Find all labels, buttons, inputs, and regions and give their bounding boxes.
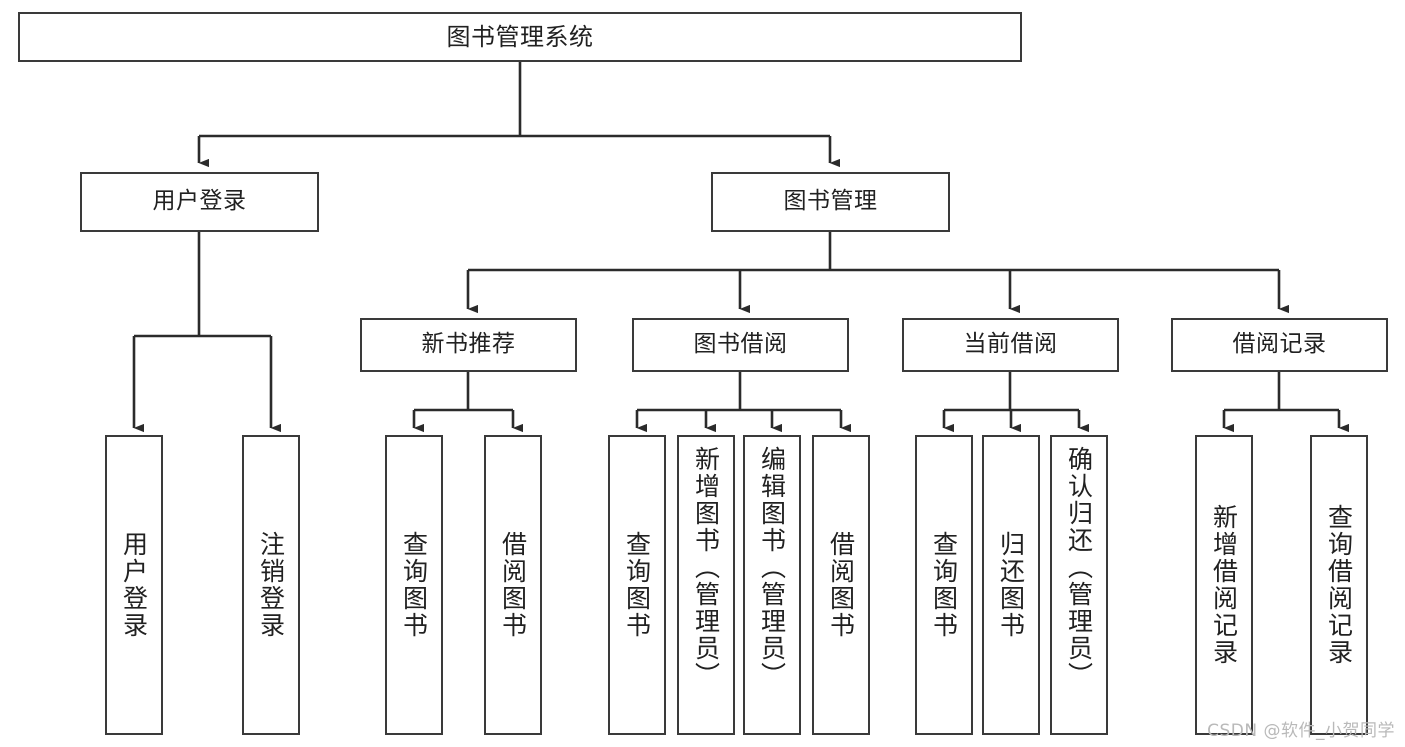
node-label: 查询图书 (399, 531, 429, 639)
node-book-borrow[interactable]: 图书借阅 (632, 318, 849, 372)
node-label: 图书管理系统 (446, 22, 594, 51)
leaf-borrow-add-book-admin[interactable]: 新增图书（管理员） (677, 435, 735, 735)
node-label: 借阅图书 (498, 531, 528, 639)
node-label: 新增借阅记录 (1209, 504, 1239, 666)
node-new-book-recommend[interactable]: 新书推荐 (360, 318, 577, 372)
node-label: 归还图书 (996, 531, 1026, 639)
node-user-login[interactable]: 用户登录 (80, 172, 319, 232)
leaf-current-query-book[interactable]: 查询图书 (915, 435, 973, 735)
node-label: 注销登录 (256, 531, 286, 639)
leaf-borrow-query-book[interactable]: 查询图书 (608, 435, 666, 735)
leaf-recommend-query-book[interactable]: 查询图书 (385, 435, 443, 735)
node-label: 用户登录 (119, 531, 149, 639)
node-label: 借阅图书 (826, 531, 856, 639)
leaf-borrow-borrow-book[interactable]: 借阅图书 (812, 435, 870, 735)
node-label: 图书管理 (783, 188, 878, 215)
node-label: 图书借阅 (693, 331, 788, 358)
watermark-text: CSDN @软件_小贺同学 (1207, 721, 1395, 741)
node-label: 用户登录 (152, 188, 247, 215)
node-label: 新书推荐 (421, 331, 516, 358)
leaf-current-confirm-return-admin[interactable]: 确认归还（管理员） (1050, 435, 1108, 735)
leaf-record-query-record[interactable]: 查询借阅记录 (1310, 435, 1368, 735)
node-root-system[interactable]: 图书管理系统 (18, 12, 1022, 62)
node-label: 查询图书 (622, 531, 652, 639)
node-label: 编辑图书（管理员） (757, 446, 787, 689)
leaf-current-return-book[interactable]: 归还图书 (982, 435, 1040, 735)
node-label: 借阅记录 (1232, 331, 1327, 358)
leaf-recommend-borrow-book[interactable]: 借阅图书 (484, 435, 542, 735)
node-borrow-record[interactable]: 借阅记录 (1171, 318, 1388, 372)
leaf-record-add-record[interactable]: 新增借阅记录 (1195, 435, 1253, 735)
node-label: 查询图书 (929, 531, 959, 639)
node-label: 新增图书（管理员） (691, 446, 721, 689)
leaf-borrow-edit-book-admin[interactable]: 编辑图书（管理员） (743, 435, 801, 735)
node-label: 当前借阅 (963, 331, 1058, 358)
node-current-borrow[interactable]: 当前借阅 (902, 318, 1119, 372)
node-book-management[interactable]: 图书管理 (711, 172, 950, 232)
leaf-user-login-logout[interactable]: 注销登录 (242, 435, 300, 735)
leaf-user-login-login[interactable]: 用户登录 (105, 435, 163, 735)
node-label: 查询借阅记录 (1324, 504, 1354, 666)
node-label: 确认归还（管理员） (1064, 446, 1094, 689)
